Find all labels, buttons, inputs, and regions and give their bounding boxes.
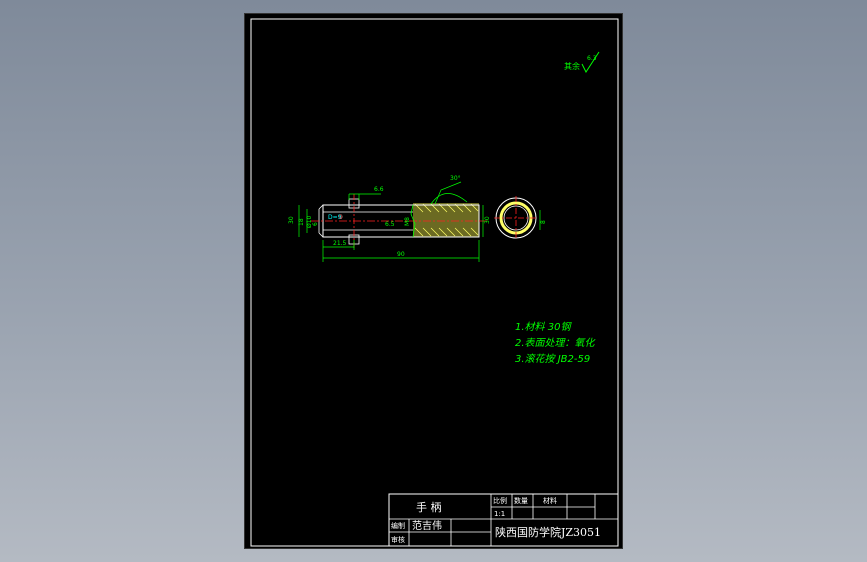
part-end-view (494, 196, 538, 240)
dim-90: 90 (397, 251, 405, 258)
dim-M8: M8 (404, 217, 411, 226)
note-1: 1.材料 30钢 (515, 321, 572, 333)
technical-notes: 1.材料 30钢 2.表面处理：氧化 3.滚花按 JB2-59 (515, 321, 597, 365)
note-2: 2.表面处理：氧化 (515, 337, 597, 349)
school-name: 陕西国防学院JZ3051 (495, 525, 601, 539)
title-block: 手 柄 比例 数量 材料 1:1 编制 范吉伟 审核 陕西国防学院JZ3051 (388, 493, 619, 547)
dim-30deg: 30° (450, 175, 461, 182)
scale-value: 1:1 (494, 510, 505, 518)
dimension-lines (298, 181, 541, 262)
dim-21-5: 21.5 (333, 240, 347, 247)
knurled-area (413, 203, 479, 237)
dim-left-30: 30 (288, 216, 295, 224)
dim-left-18: 18 (298, 218, 305, 226)
dim-D9: D=9 (328, 214, 342, 221)
dim-6-5: 6.5 (385, 221, 395, 228)
dimension-texts: 6.6 30° 30 18 Ø10 6 D=9 9 6.5 M8 30 21.5… (288, 175, 547, 258)
dim-left-phi: Ø10 (306, 215, 313, 228)
header-material: 材料 (543, 496, 557, 505)
dim-left-6: 6 (312, 222, 319, 226)
header-scale: 比例 (493, 496, 507, 505)
roughness-label: 其余 (564, 61, 580, 71)
note-3: 3.滚花按 JB2-59 (515, 353, 590, 365)
drawn-name: 范吉伟 (412, 519, 442, 532)
drawing-sheet: 其余 6.3 (244, 13, 623, 549)
part-main-view (311, 194, 489, 249)
dim-right-30: 30 (484, 216, 491, 224)
dim-end-8: 8 (540, 220, 547, 224)
dim-6-6: 6.6 (374, 186, 384, 193)
header-qty: 数量 (514, 496, 528, 505)
check-label: 审核 (391, 535, 405, 544)
drawn-label: 编制 (391, 521, 405, 530)
inner-border (250, 18, 619, 547)
part-name: 手 柄 (416, 500, 442, 514)
roughness-value: 6.3 (587, 55, 597, 62)
dim-9: 9 (339, 214, 343, 221)
drawing-canvas: 其余 6.3 (250, 18, 619, 547)
roughness-symbol: 其余 6.3 (564, 51, 600, 74)
